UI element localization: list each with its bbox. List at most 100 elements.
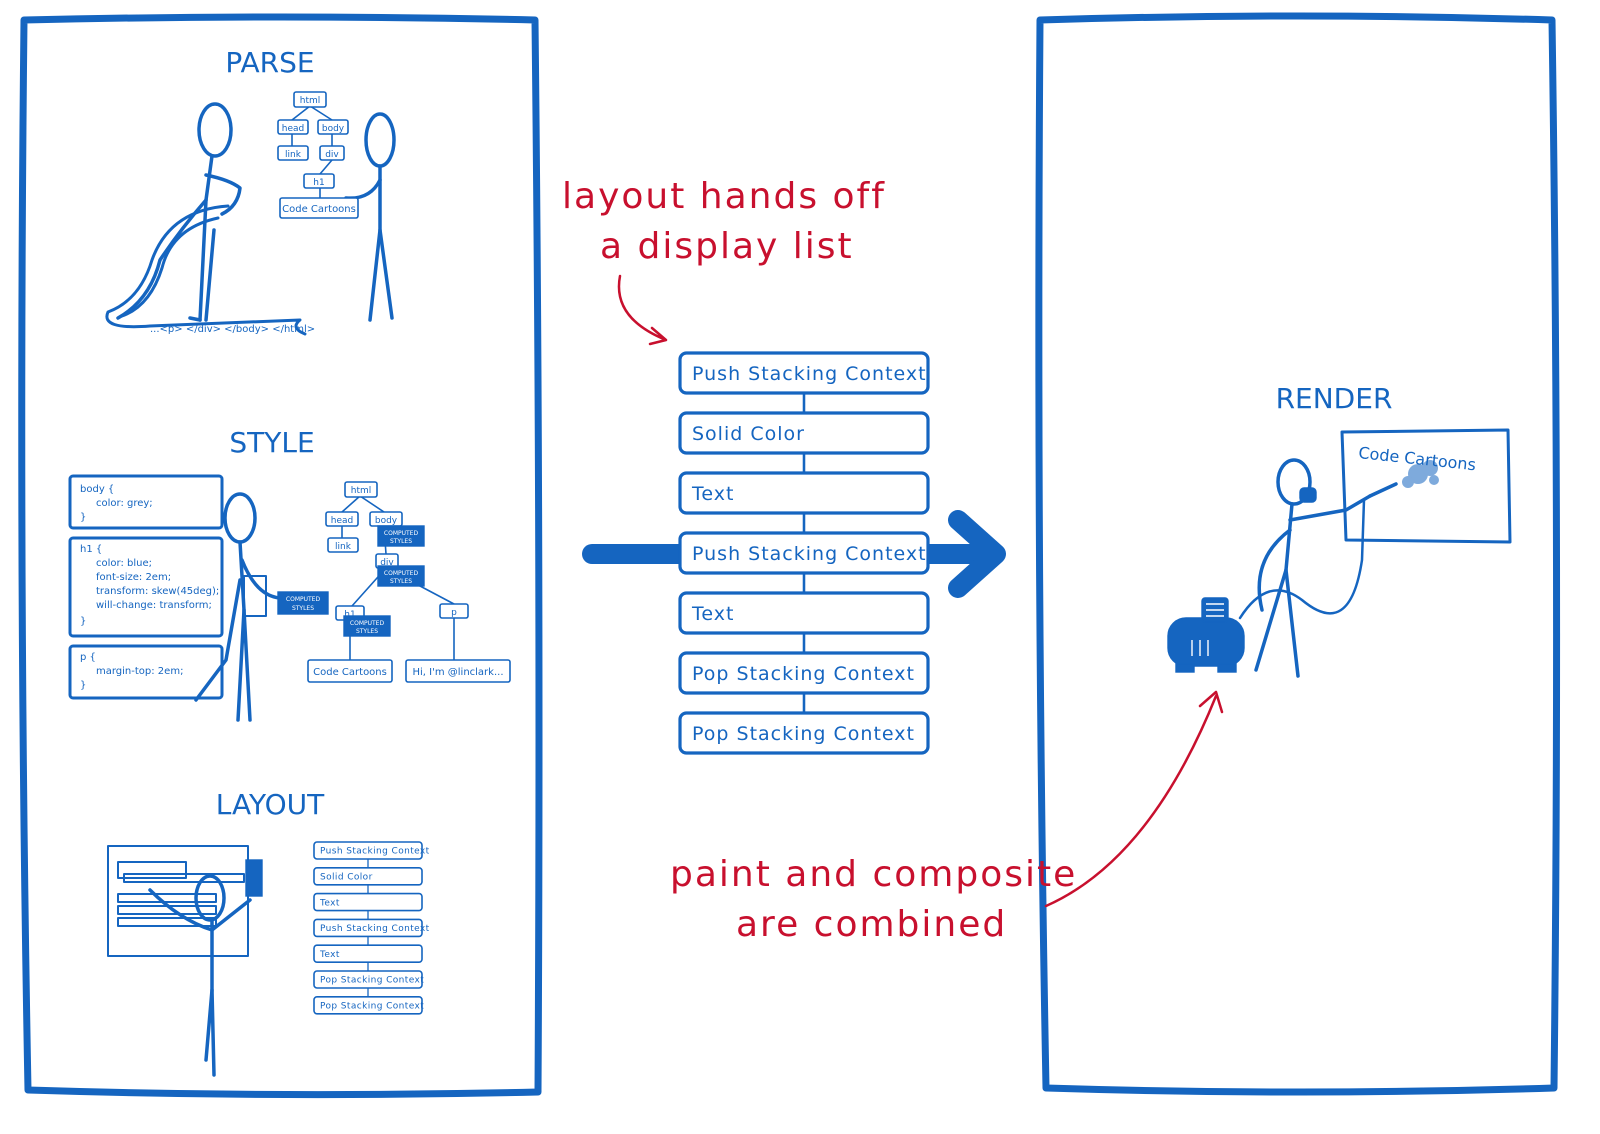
parse-dom-tree: html head body link div h1 Code Cartoons: [277, 91, 359, 219]
parse-ribbon-text: ...<p> </div> </body> </html>: [150, 324, 315, 335]
parse-node-link: link: [285, 150, 302, 160]
style-node-html: html: [351, 486, 372, 496]
middle-display-list-item-box: [678, 591, 930, 635]
render-mask: [1299, 487, 1317, 503]
render-air-compressor: [1167, 597, 1245, 673]
render-figure: [1254, 458, 1398, 678]
style-node-text-p: Hi, I'm @linclark...: [412, 667, 503, 678]
layout-wireframe-tab: [245, 859, 263, 897]
style-node-head: head: [331, 516, 353, 526]
style-computed-card-figure-l1: COMPUTED: [286, 596, 321, 603]
style-node-body: body: [375, 516, 398, 526]
style-node-h1: h1: [344, 610, 355, 620]
layout-display-list-item-label: Solid Color: [320, 873, 373, 883]
middle-display-list-item-label: Solid Color: [692, 423, 805, 445]
bottom-annotation-line-2: are combined: [736, 904, 1007, 945]
middle-annotation-line-2: a display list: [600, 226, 854, 267]
css-h1-line-4: transform: skew(45deg);: [96, 586, 219, 597]
middle-display-list-item-label: Push Stacking Context: [692, 363, 927, 385]
layout-display-list-item-box: [313, 944, 423, 964]
middle-display-list-item-label: Text: [691, 603, 734, 625]
parse-node-text: Code Cartoons: [282, 204, 356, 215]
css-h1-line-3: font-size: 2em;: [96, 572, 171, 583]
middle-display-list-item-box: [678, 531, 930, 575]
css-p-line-3: }: [80, 680, 86, 691]
layout-display-list-item-box: [313, 970, 423, 989]
layout-display-list-item-label: Push Stacking Context: [320, 924, 430, 934]
render-spray-cloud: [1402, 460, 1439, 488]
middle-display-list-item-label: Push Stacking Context: [692, 543, 927, 565]
bottom-annotation-line-1: paint and composite: [670, 854, 1077, 895]
style-css-block-body: body { color: grey; }: [68, 474, 224, 530]
css-h1-line-6: }: [80, 616, 86, 627]
left-panel-frame: [18, 13, 543, 1099]
computed-body-l2: STYLES: [390, 538, 412, 545]
layout-display-list-item-box: [313, 866, 423, 886]
layout-title: LAYOUT: [216, 788, 325, 821]
style-node-div: div: [380, 558, 394, 568]
css-body-line-3: }: [80, 512, 86, 523]
layout-display-list-item-box: [313, 892, 423, 912]
style-title: STYLE: [229, 426, 314, 459]
layout-wireframe: [107, 845, 249, 957]
parse-figure-right: [344, 112, 396, 322]
style-css-block-h1: h1 { color: blue; font-size: 2em; transf…: [68, 536, 224, 638]
style-node-link: link: [335, 542, 352, 552]
right-panel-frame: [1035, 12, 1561, 1096]
parse-figure-left: [116, 102, 242, 322]
middle-display-list-item-label: Pop Stacking Context: [692, 663, 915, 685]
style-computed-card-figure-l2: STYLES: [292, 605, 314, 612]
css-p-line-2: margin-top: 2em;: [96, 666, 183, 677]
parse-node-head: head: [282, 124, 304, 134]
css-p-line-1: p {: [80, 652, 96, 663]
middle-display-list-item-box: [678, 711, 930, 755]
style-node-text-h1: Code Cartoons: [313, 667, 387, 678]
layout-display-list-item-label: Push Stacking Context: [320, 847, 430, 857]
css-body-line-1: body {: [80, 484, 114, 495]
layout-display-list-item-box: [313, 995, 423, 1015]
middle-display-list-item-label: Pop Stacking Context: [692, 723, 915, 745]
style-node-p: p: [451, 608, 457, 618]
css-body-line-2: color: grey;: [96, 498, 153, 509]
middle-annotation-line-1: layout hands off: [562, 176, 886, 217]
parse-html-ribbon: [105, 204, 307, 336]
style-figure: [194, 492, 282, 722]
parse-node-div: div: [325, 150, 339, 160]
parse-node-h1: h1: [313, 178, 324, 188]
layout-display-list-item-box: [313, 918, 423, 938]
middle-annotation-arrow: [617, 274, 668, 346]
big-flow-arrow: [582, 510, 1006, 598]
computed-h1-l2: STYLES: [356, 628, 378, 635]
parse-title: PARSE: [225, 46, 314, 79]
layout-display-list-item-label: Text: [319, 950, 340, 960]
css-h1-line-5: will-change: transform;: [96, 600, 212, 611]
bottom-annotation-arrow: [1044, 690, 1224, 908]
middle-display-list-item-box: [678, 351, 930, 395]
computed-body-l1: COMPUTED: [384, 530, 419, 537]
render-air-hose: [1238, 498, 1366, 620]
middle-display-list-item-box: [678, 411, 930, 455]
middle-display-list-item-box: [678, 471, 930, 515]
layout-display-list-item-label: Pop Stacking Context: [320, 1002, 424, 1012]
computed-h1-l1: COMPUTED: [350, 620, 385, 627]
style-computed-card-figure: [277, 591, 329, 615]
computed-div-l1: COMPUTED: [384, 570, 419, 577]
parse-node-body: body: [322, 124, 345, 134]
css-h1-line-1: h1 {: [80, 544, 102, 555]
style-css-block-p: p { margin-top: 2em; }: [68, 644, 224, 700]
layout-display-list-item-label: Text: [319, 898, 340, 908]
style-dom-tree: html head body link div h1 p Code Cartoo…: [307, 481, 511, 683]
render-canvas-board: [1340, 428, 1512, 544]
middle-display-list-item-box: [678, 651, 930, 695]
layout-figure: [148, 874, 252, 1077]
computed-div-l2: STYLES: [390, 578, 412, 585]
parse-node-html: html: [300, 96, 321, 106]
css-h1-line-2: color: blue;: [96, 558, 152, 569]
layout-display-list-item-box: [313, 841, 423, 860]
layout-display-list-item-label: Pop Stacking Context: [320, 976, 424, 986]
middle-display-list-item-label: Text: [691, 483, 734, 505]
render-title: RENDER: [1276, 382, 1393, 415]
